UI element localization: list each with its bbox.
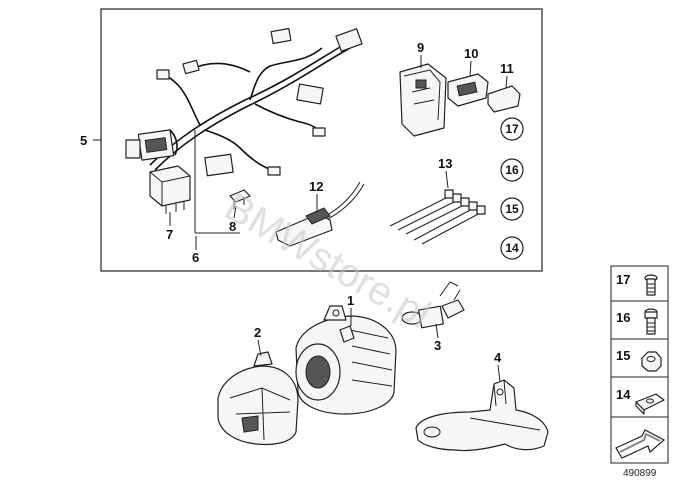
- mounting-bracket: [415, 379, 549, 452]
- connector-housing: [399, 63, 447, 137]
- screw-icon: [644, 274, 658, 296]
- cable-ties: [389, 189, 486, 245]
- callout-7: 7: [166, 227, 173, 242]
- callout-6: 6: [192, 250, 199, 265]
- callout-11: 11: [500, 61, 514, 76]
- callout-5: 5: [80, 133, 87, 148]
- callout-2: 2: [254, 325, 261, 340]
- fuse: [229, 189, 251, 209]
- legend-label-15: 15: [616, 348, 630, 363]
- fog-lamp: [295, 305, 397, 415]
- switch-part: [447, 73, 489, 107]
- relay: [149, 165, 191, 214]
- callout-8: 8: [229, 219, 236, 234]
- legend-label-17: 17: [616, 272, 630, 287]
- legend-label-16: 16: [616, 310, 630, 325]
- callout-9: 9: [417, 40, 424, 55]
- cable-clip: [275, 181, 365, 247]
- arrow-icon: [615, 429, 666, 459]
- circled-callout-16: 16: [505, 163, 519, 177]
- reference-number: 490899: [623, 468, 657, 479]
- circled-callouts: 17 16 15 14: [500, 117, 524, 260]
- callouts: 1 2 3 4 5 6 7 8 9 10 11 12 13: [80, 40, 514, 383]
- cap-part: [487, 85, 521, 113]
- bolt-icon: [644, 308, 658, 335]
- bulb: [401, 281, 465, 329]
- legend-label-14: 14: [616, 387, 631, 402]
- circled-callout-15: 15: [505, 202, 519, 216]
- circled-callout-14: 14: [505, 241, 519, 255]
- callout-13: 13: [438, 156, 452, 171]
- callout-12: 12: [309, 179, 323, 194]
- callout-4: 4: [494, 350, 502, 365]
- wiring-harness: [125, 27, 363, 234]
- clip-nut-icon: [635, 393, 665, 415]
- callout-10: 10: [464, 46, 478, 61]
- circled-callout-17: 17: [505, 122, 519, 136]
- callout-3: 3: [434, 338, 441, 353]
- fastener-legend: 17 16 15 14: [610, 265, 669, 464]
- callout-1: 1: [347, 293, 354, 308]
- lamp-housing: [217, 351, 299, 446]
- nut-icon: [641, 351, 662, 372]
